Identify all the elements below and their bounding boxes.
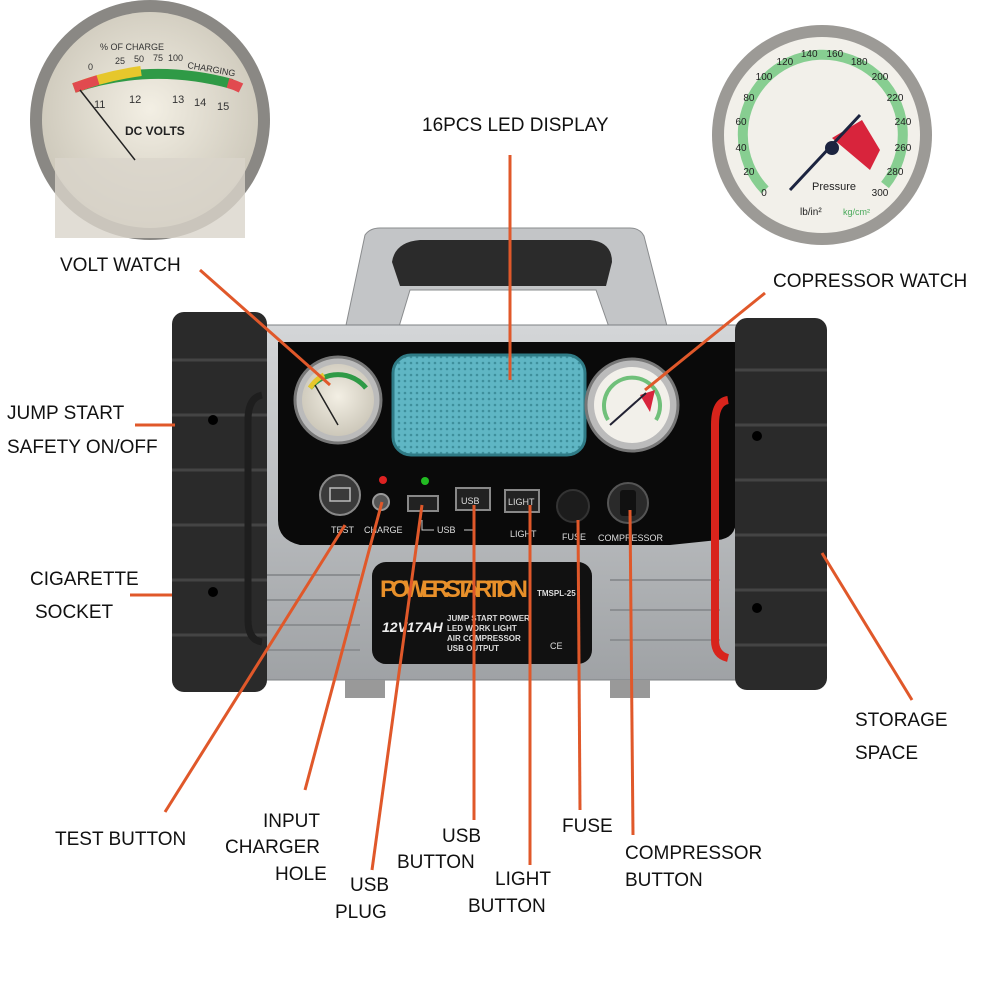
gauge-needle bbox=[788, 113, 862, 192]
pressure-tick: 20 bbox=[743, 167, 755, 178]
callout-fuse: FUSE bbox=[562, 816, 613, 837]
svg-text:LIGHT: LIGHT bbox=[508, 497, 535, 507]
pressure-tick: 120 bbox=[776, 57, 793, 68]
lb-unit: lb/in² bbox=[800, 207, 822, 218]
pressure-tick: 240 bbox=[895, 117, 912, 128]
nameplate: POWER STARTION TMSPL-25 12V17AH JUMP STA… bbox=[372, 562, 592, 664]
callout-volt-watch: VOLT WATCH bbox=[60, 255, 181, 276]
right-clamp-cable bbox=[711, 396, 730, 662]
usb-port[interactable] bbox=[407, 495, 439, 512]
pressure-tick: 80 bbox=[743, 93, 755, 104]
charge-tick: 0 bbox=[88, 62, 93, 72]
charge-header: % OF CHARGE bbox=[100, 42, 164, 52]
fuse-holder[interactable] bbox=[556, 489, 590, 523]
pressure-tick: 160 bbox=[826, 49, 843, 60]
fuse-label: FUSE bbox=[562, 532, 586, 542]
callout-cigarette: CIGARETTE bbox=[30, 569, 139, 590]
callout-storage: SPACE bbox=[855, 743, 918, 764]
charge-label: CHARGE bbox=[364, 525, 403, 535]
callout-input-charger: CHARGER bbox=[225, 837, 320, 858]
vent-slots-right bbox=[610, 579, 720, 641]
callout-usb-plug: USB bbox=[350, 875, 389, 896]
pressure-tick: 260 bbox=[895, 143, 912, 154]
charge-tick: 100 bbox=[168, 53, 183, 63]
callout-light-button: BUTTON bbox=[468, 896, 546, 917]
left-clamp-cable bbox=[244, 391, 264, 646]
compressor-switch[interactable] bbox=[607, 482, 649, 524]
callout-compressor-watch: COPRESSOR WATCH bbox=[773, 271, 967, 292]
feature-2: LED WORK LIGHT bbox=[447, 624, 517, 633]
dc-volts-label: DC VOLTS bbox=[125, 124, 185, 138]
callout-led-display: 16PCS LED DISPLAY bbox=[422, 115, 609, 136]
callout-input-charger: INPUT bbox=[263, 811, 320, 832]
battery-icon bbox=[329, 487, 351, 502]
test-button[interactable] bbox=[319, 474, 361, 516]
feature-1: JUMP START POWER bbox=[447, 614, 530, 623]
charge-tick: 50 bbox=[134, 54, 144, 64]
callout-compressor-button: COMPRESSOR bbox=[625, 843, 762, 864]
kg-unit: kg/cm² bbox=[843, 207, 870, 217]
feature-3: AIR COMPRESSOR bbox=[447, 634, 521, 643]
volt-tick: 13 bbox=[172, 94, 184, 106]
callout-input-charger: HOLE bbox=[275, 864, 327, 885]
pressure-tick: 140 bbox=[801, 49, 818, 60]
pressure-tick: 200 bbox=[872, 72, 889, 83]
volt-gauge-small bbox=[293, 355, 383, 445]
ce-mark: CE bbox=[550, 641, 563, 651]
light-label: LIGHT bbox=[510, 529, 537, 539]
callout-usb-button: USB bbox=[442, 826, 481, 847]
pressure-tick: 100 bbox=[756, 72, 773, 83]
volt-tick: 15 bbox=[217, 101, 229, 113]
volt-gauge-inset: % OF CHARGE 0 25 50 75 100 CHARGING 11 1… bbox=[30, 0, 270, 240]
volt-tick: 14 bbox=[194, 97, 206, 109]
callout-usb-button: BUTTON bbox=[397, 852, 475, 873]
pressure-tick: 300 bbox=[872, 188, 889, 199]
pressure-tick: 220 bbox=[887, 93, 904, 104]
charge-led bbox=[379, 476, 387, 484]
pressure-tick: 280 bbox=[887, 167, 904, 178]
usb-led bbox=[421, 477, 429, 485]
gauge-needle bbox=[79, 89, 136, 161]
callout-compressor-button: BUTTON bbox=[625, 870, 703, 891]
pressure-tick: 0 bbox=[761, 188, 767, 199]
led-display[interactable] bbox=[391, 353, 587, 457]
svg-text:USB: USB bbox=[461, 496, 480, 506]
callout-jump-start: JUMP START bbox=[7, 403, 125, 424]
callout-storage: STORAGE bbox=[855, 710, 948, 731]
pressure-tick: 180 bbox=[851, 57, 868, 68]
usb-label: USB bbox=[437, 525, 456, 535]
callout-light-button: LIGHT bbox=[495, 869, 551, 890]
charge-tick: 25 bbox=[115, 56, 125, 66]
callout-lines bbox=[130, 155, 914, 871]
volt-tick: 11 bbox=[94, 99, 105, 111]
light-button[interactable]: LIGHT bbox=[504, 489, 540, 513]
callout-test-button: TEST BUTTON bbox=[55, 829, 186, 850]
carry-handle[interactable] bbox=[344, 227, 669, 331]
pressure-tick: 40 bbox=[735, 143, 747, 154]
callout-cigarette: SOCKET bbox=[35, 602, 114, 623]
volt-tick: 12 bbox=[129, 94, 141, 106]
left-bumper bbox=[172, 312, 267, 692]
pressure-tick: 60 bbox=[735, 117, 747, 128]
right-bumper bbox=[735, 318, 827, 690]
rating-text: 12V17AH bbox=[382, 619, 444, 635]
brand-text: POWER STARTION bbox=[380, 576, 528, 603]
callout-jump-start: SAFETY ON/OFF bbox=[7, 437, 158, 458]
callout-usb-plug: PLUG bbox=[335, 902, 387, 923]
charge-tick: 75 bbox=[153, 53, 163, 63]
model-text: TMSPL-25 bbox=[537, 589, 576, 598]
pressure-label: Pressure bbox=[812, 181, 856, 193]
